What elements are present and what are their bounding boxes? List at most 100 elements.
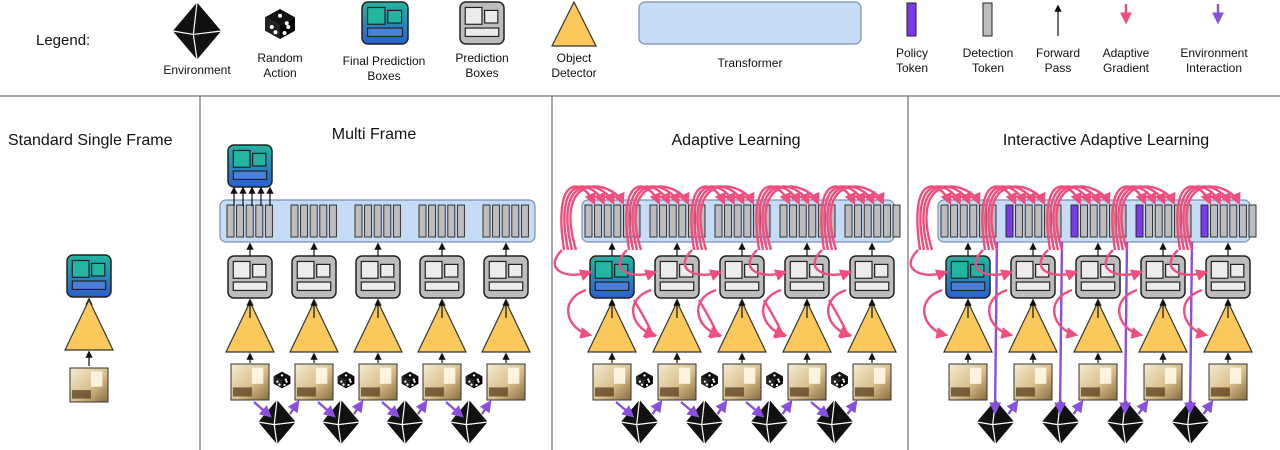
dice-pip	[647, 378, 650, 381]
legend-environment-interaction-label-1: Environment	[1180, 46, 1248, 60]
octa-edge	[1057, 424, 1062, 445]
frame-window	[1034, 367, 1047, 384]
legend-final-boxes-label-1: Final Prediction	[342, 54, 426, 68]
octa-shape	[1041, 399, 1080, 445]
dice-pip	[778, 380, 781, 383]
box-inner-right	[91, 262, 106, 277]
dice-pip	[477, 380, 480, 383]
legend-environment-interaction-label-2: Interaction	[1185, 61, 1243, 75]
box-inner-bar	[789, 281, 825, 292]
frame-furniture	[854, 387, 874, 397]
adaptive-detection-token	[594, 204, 603, 238]
multi-detection-token	[520, 204, 529, 238]
multi-detection-token	[447, 204, 456, 238]
adaptive-gradient-to-boxes	[813, 249, 853, 281]
dice-pip	[412, 378, 415, 381]
frame-furniture	[1210, 387, 1230, 397]
adaptive-detection-token	[892, 204, 901, 238]
dice-pip	[645, 383, 649, 387]
frame-window	[1099, 367, 1112, 384]
dice-pip	[278, 13, 282, 18]
frame-furniture	[232, 387, 252, 397]
adaptive-gradient-curve	[761, 185, 810, 251]
interactive-gradient-curve	[925, 185, 981, 251]
adaptive-frame-to-env-arrow	[810, 401, 830, 418]
frame-furniture	[296, 387, 316, 397]
multi-env-to-frame-arrow	[287, 400, 300, 415]
box-inner-right	[614, 263, 629, 278]
dice-pip	[342, 383, 345, 386]
panel-title-interactive-adaptive-learning: Interactive Adaptive Learning	[1002, 132, 1210, 149]
interactive-gradient-curve	[1055, 185, 1111, 251]
frame-window	[808, 367, 821, 384]
interactive-policy-token	[1005, 204, 1014, 238]
multi-object-detector	[353, 300, 403, 353]
box-inner-right	[316, 263, 331, 278]
adaptive-gradient-curve	[634, 185, 690, 251]
legend-object-detector-label-2: Detector	[551, 66, 597, 80]
multi-random-action	[401, 371, 419, 389]
adaptive-env-to-frame-arrow	[715, 400, 728, 415]
legend-detection-token-label-1: Detection	[962, 46, 1014, 60]
adaptive-env-to-frame-arrow	[650, 400, 663, 415]
interactive-gradient-curve	[987, 185, 1036, 251]
box-inner-right	[874, 263, 889, 278]
standard-frame	[69, 367, 109, 403]
frame-furniture	[1080, 387, 1100, 397]
frame-furniture	[424, 387, 444, 397]
dice-pip	[284, 378, 287, 381]
octa-edge	[337, 424, 342, 445]
box-inner-left	[488, 260, 507, 279]
adaptive-environment	[815, 399, 854, 445]
adaptive-frame	[657, 363, 697, 401]
adaptive-gradient-to-detector	[632, 288, 658, 339]
octa-shape	[976, 399, 1015, 445]
dice-pip	[770, 383, 774, 386]
multi-detection-token	[328, 204, 337, 238]
multi-environment	[386, 399, 424, 445]
multi-detection-token	[492, 204, 501, 238]
dice-pip	[713, 380, 716, 383]
interactive-detection-token	[940, 204, 949, 238]
adaptive-gradient-to-detector	[697, 288, 723, 339]
interactive-gradient-to-detector	[1183, 288, 1209, 339]
interactive-frame	[1078, 363, 1118, 401]
dice-pip	[285, 380, 288, 383]
adaptive-frame	[852, 363, 892, 401]
multi-detection-token	[456, 204, 465, 238]
multi-frame-to-env-arrow	[253, 401, 272, 418]
multi-detection-token	[319, 204, 328, 238]
dice-pip	[404, 380, 407, 383]
box-inner-left	[789, 260, 808, 279]
adaptive-gradient-curve	[563, 185, 606, 251]
dice-pip	[278, 383, 281, 386]
adaptive-gradient-to-detector	[567, 288, 593, 339]
multi-environment	[258, 399, 296, 445]
frame-furniture	[1015, 387, 1035, 397]
adaptive-gradient-curve	[628, 185, 671, 251]
multi-frame	[294, 363, 334, 401]
adaptive-detection-token	[733, 204, 742, 238]
adaptive-random-action	[831, 371, 848, 389]
adaptive-frame-to-env-arrow	[615, 401, 635, 418]
adaptive-frame	[592, 363, 632, 401]
multi-detection-token	[437, 204, 446, 238]
environment-icon	[172, 2, 222, 60]
interactive-gradient-to-detector	[1118, 288, 1144, 339]
octa-shape	[620, 399, 659, 445]
box-inner-right	[679, 263, 694, 278]
interactive-object-detector	[1073, 300, 1123, 353]
octa-edge	[192, 2, 198, 35]
legend-policy-token-label-1: Policy	[895, 46, 929, 60]
frame-window	[251, 367, 264, 384]
dice-pip	[708, 374, 711, 377]
standard-object-detector	[64, 298, 114, 351]
box-inner-left	[854, 260, 873, 279]
adaptive-gradient-curve	[758, 185, 801, 251]
interactive-gradient-curve	[1176, 185, 1212, 251]
adaptive-object-detector	[587, 300, 637, 353]
multi-detection-token	[255, 204, 264, 238]
adaptive-gradient-curve	[823, 185, 866, 251]
dice-pip	[838, 374, 841, 377]
frame-furniture	[360, 387, 380, 397]
